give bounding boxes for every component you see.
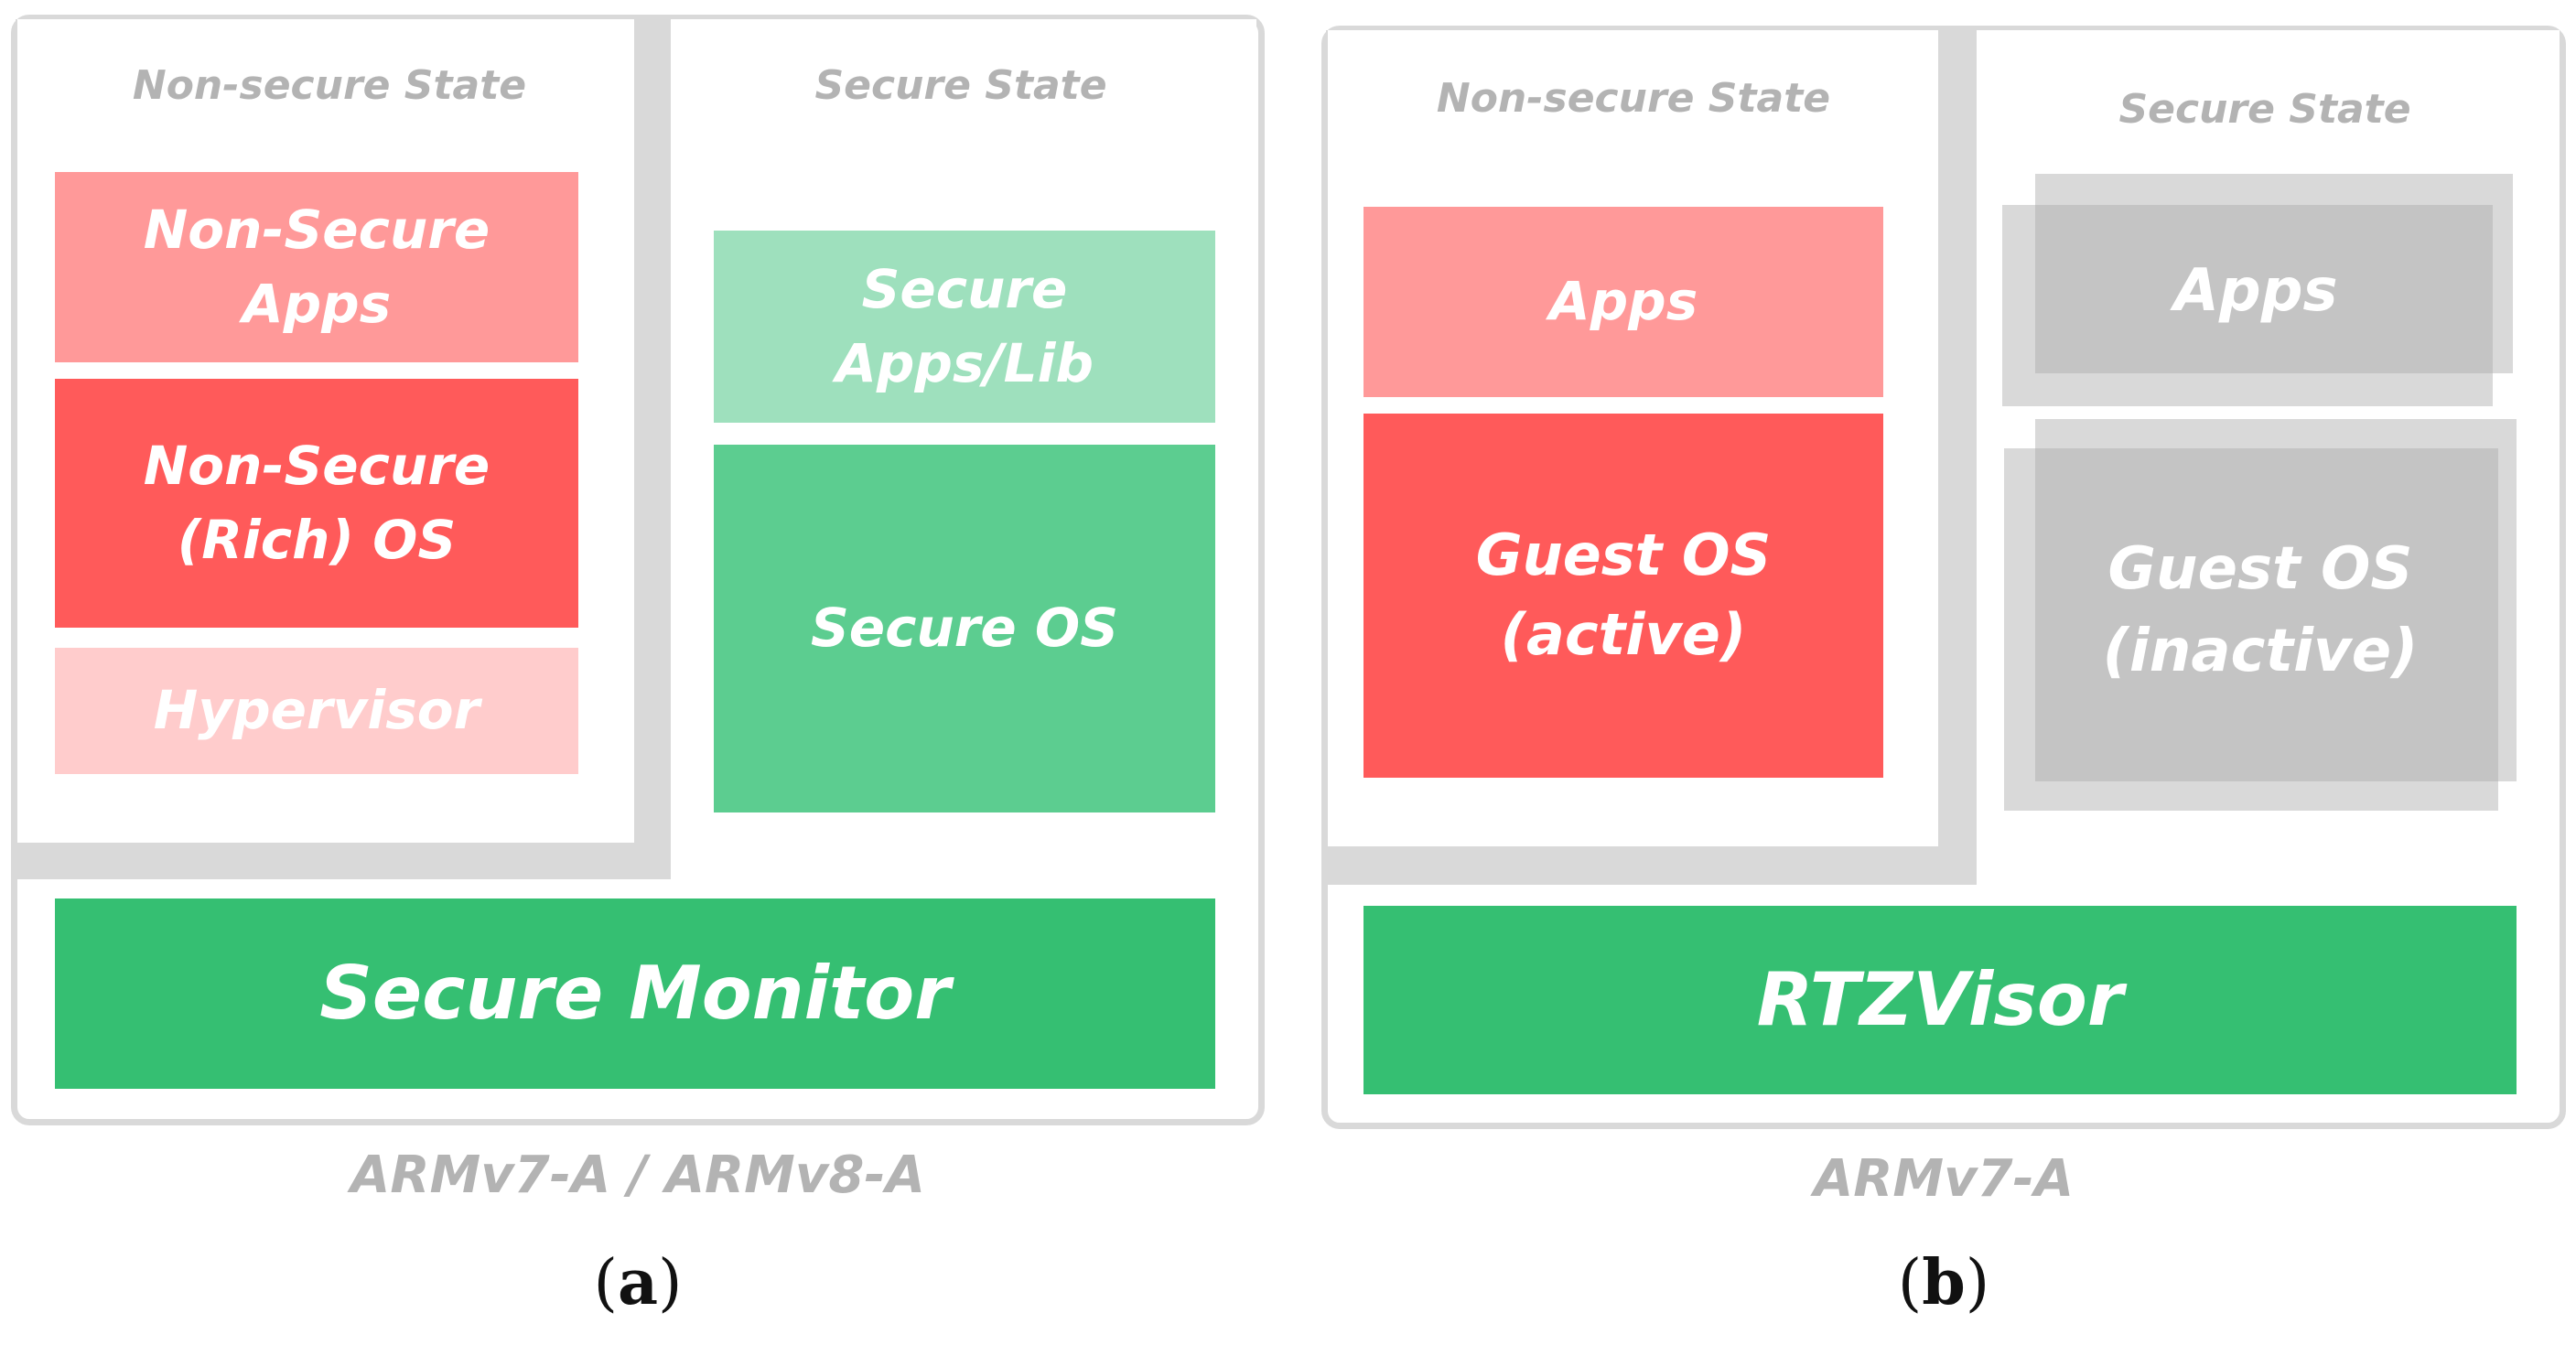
apps-inactive-back-layer (2035, 174, 2513, 373)
secure-apps-box: Secure Apps/Lib (714, 231, 1215, 423)
rich-os-text: Non-Secure (Rich) OS (143, 434, 490, 571)
hypervisor-text: Hypervisor (153, 679, 480, 742)
apps-inactive-front-layer (2002, 205, 2493, 406)
guest-os-inactive-front-layer (2004, 448, 2498, 811)
rich-os-box: Non-Secure (Rich) OS (55, 379, 578, 628)
panel-a-caption: (a) (11, 1246, 1265, 1319)
panel-b-secure-label: Secure State (2118, 86, 2411, 133)
guest-os-active-text: Guest OS (active) (1475, 522, 1772, 668)
apps-active-text: Apps (1548, 270, 1698, 333)
hypervisor-box: Hypervisor (55, 648, 578, 774)
panel-b-nonsecure-label: Non-secure State (1436, 75, 1831, 122)
secure-os-text: Secure OS (811, 597, 1118, 660)
secure-apps-text: Secure Apps/Lib (835, 257, 1094, 394)
rtzvisor-text: RTZVisor (1756, 957, 2124, 1042)
apps-active-box: Apps (1363, 207, 1883, 397)
secure-monitor-text: Secure Monitor (319, 951, 951, 1036)
guest-os-inactive-back-layer (2035, 419, 2517, 781)
panel-b-secure-pane (1977, 30, 2560, 885)
panel-a-secure-label: Secure State (814, 62, 1107, 109)
panel-b-caption-letter: b (1922, 1246, 1966, 1319)
panel-b-caption-open: ( (1897, 1247, 1923, 1319)
apps-inactive-text: Apps (2173, 257, 2338, 326)
panel-a-nonsecure-label: Non-secure State (132, 62, 527, 109)
apps-inactive-box: Apps (2013, 194, 2498, 390)
guest-os-active-box: Guest OS (active) (1363, 414, 1883, 778)
panel-a-arch-label: ARMv7-A / ARMv8-A (350, 1146, 925, 1205)
guest-os-inactive-box: Guest OS (inactive) (2013, 430, 2507, 792)
rtzvisor-box: RTZVisor (1363, 906, 2517, 1094)
secure-os-box: Secure OS (714, 445, 1215, 812)
nonsecure-apps-text: Non-Secure Apps (143, 198, 490, 335)
panel-a-caption-letter: a (617, 1246, 659, 1319)
nonsecure-apps-box: Non-Secure Apps (55, 172, 578, 362)
panel-a-caption-close: ) (658, 1247, 683, 1319)
panel-b-caption: (b) (1321, 1246, 2566, 1319)
panel-b-caption-close: ) (1965, 1247, 1990, 1319)
guest-os-inactive-text: Guest OS (inactive) (2102, 535, 2419, 685)
panel-b-arch-label: ARMv7-A (1813, 1149, 2075, 1209)
panel-a-caption-open: ( (593, 1247, 618, 1319)
secure-monitor-box: Secure Monitor (55, 898, 1215, 1089)
